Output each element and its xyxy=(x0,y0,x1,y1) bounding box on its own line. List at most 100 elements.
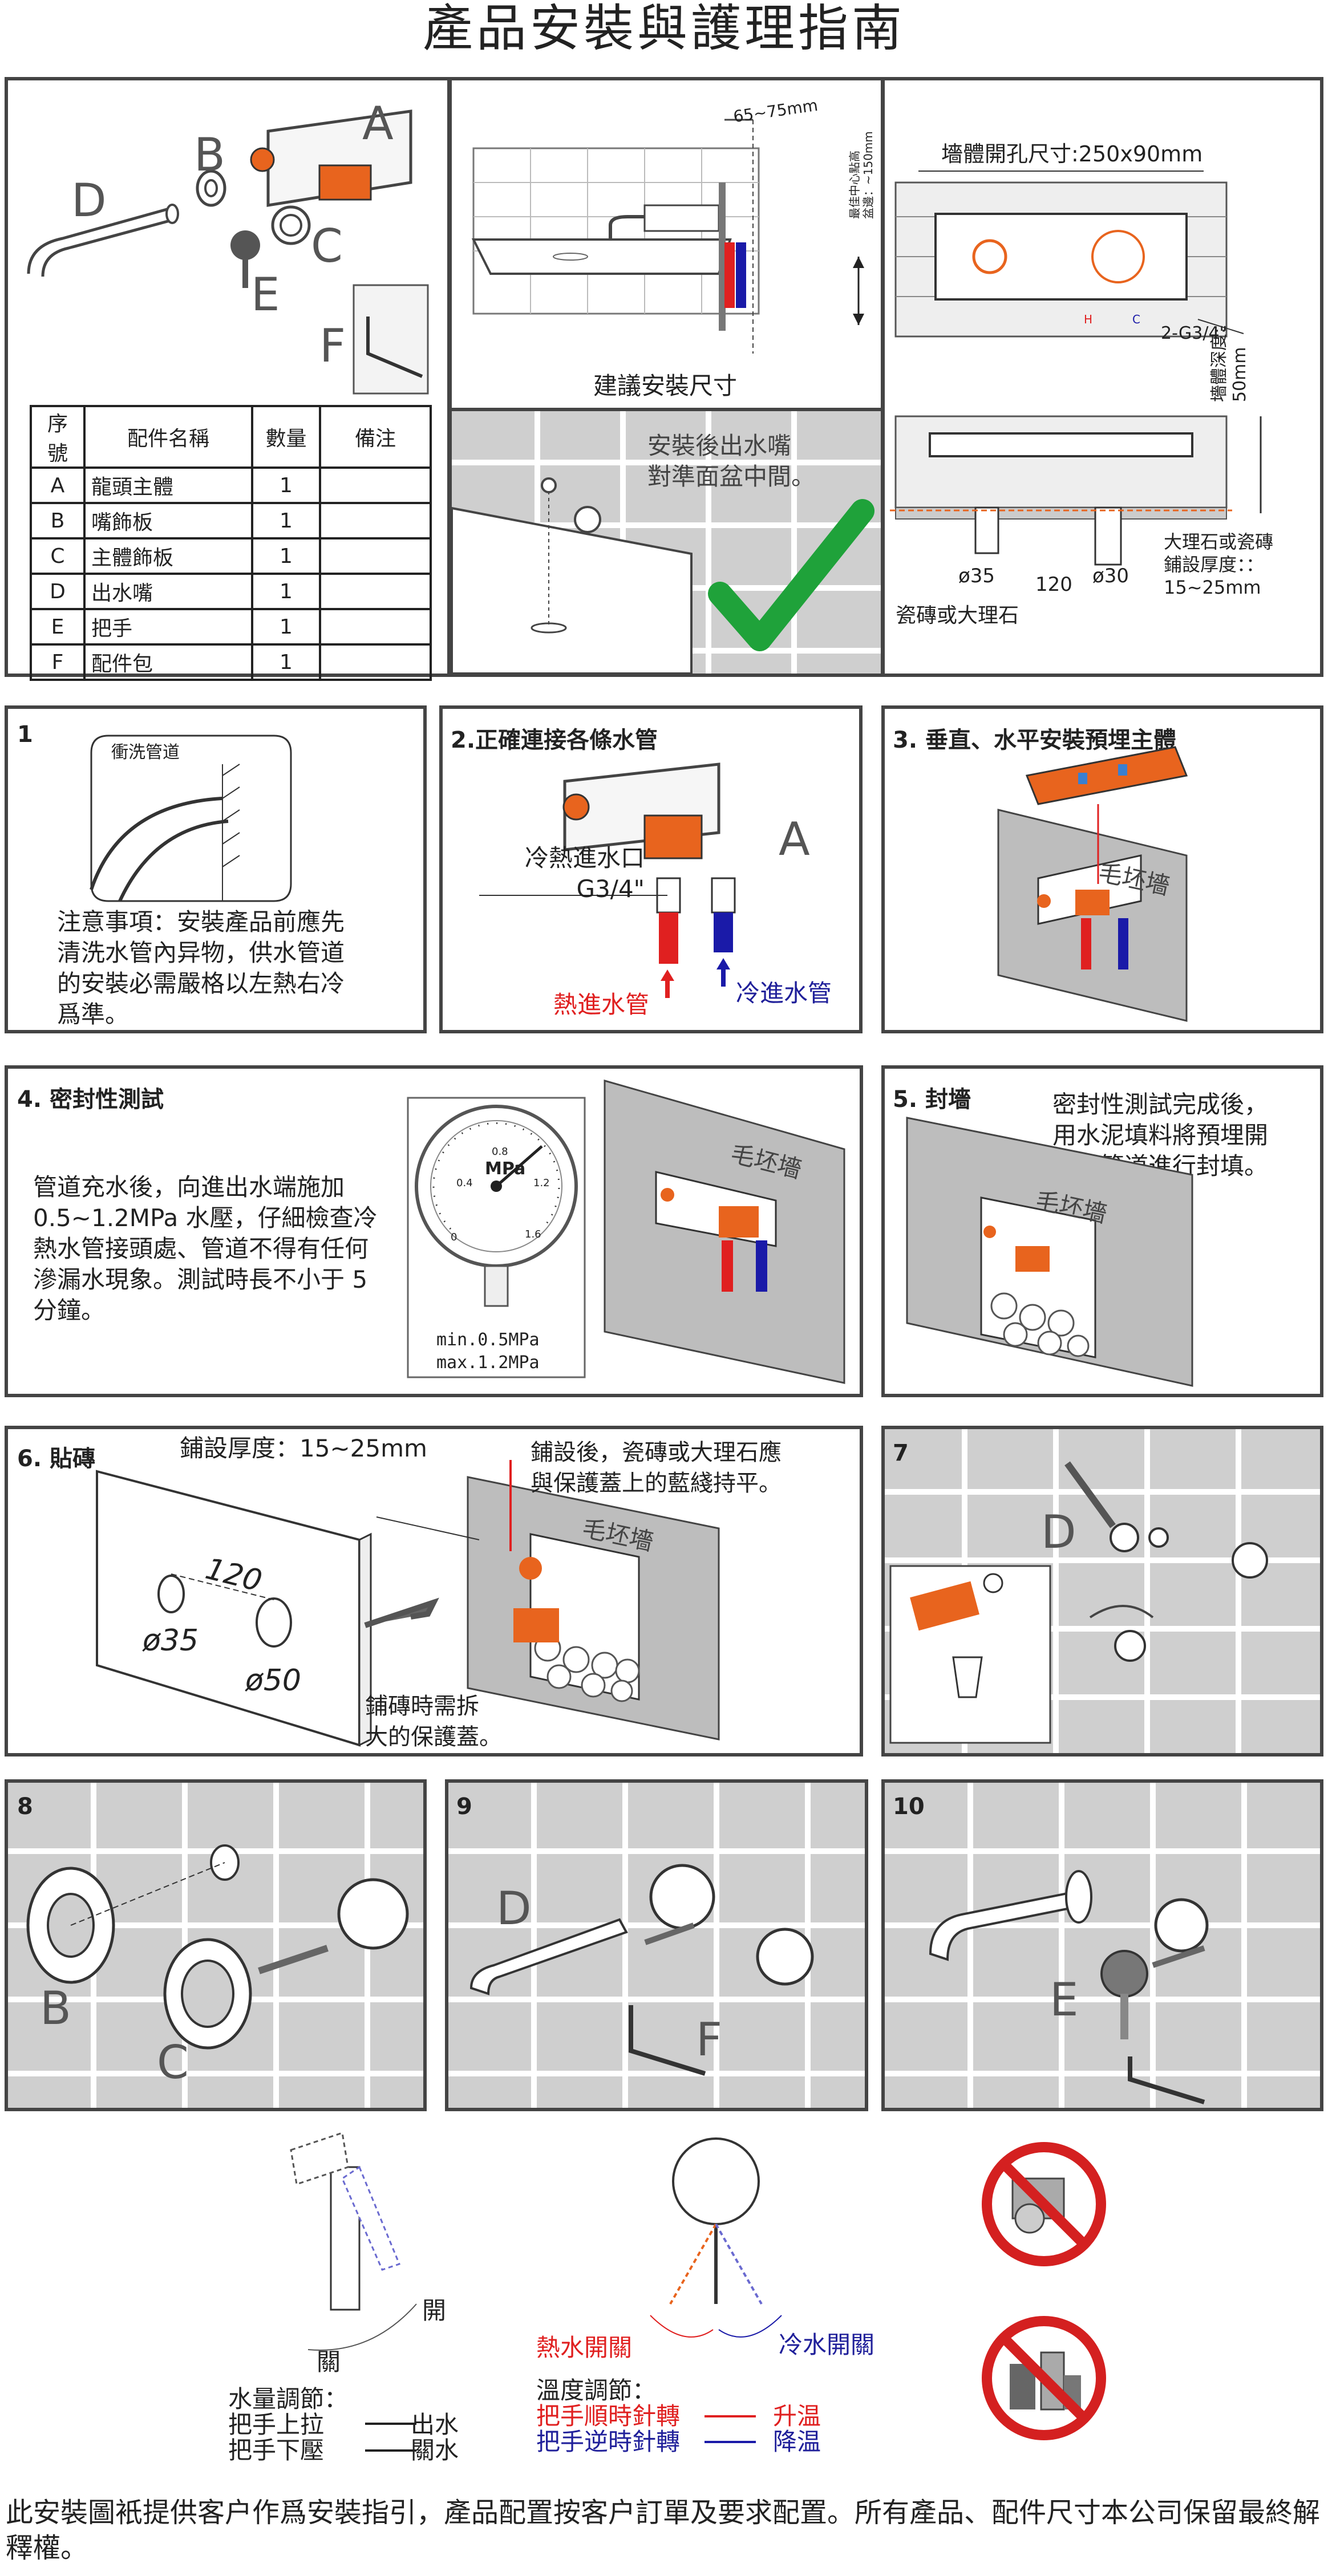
gauge-tick-0: 0 xyxy=(451,1231,457,1243)
arrow-right-icon xyxy=(365,2423,416,2425)
cell: 1 xyxy=(251,466,321,504)
warm-label: 升温 xyxy=(773,2402,821,2430)
label-a: A xyxy=(362,97,394,150)
body-letter-a: A xyxy=(779,813,810,866)
label-d: D xyxy=(71,174,107,227)
cell: 1 xyxy=(251,502,321,539)
cell xyxy=(319,502,432,539)
cold-inlet-label: 冷進水管 xyxy=(736,979,832,1007)
water-off-label: 關水 xyxy=(411,2436,459,2464)
step10-panel xyxy=(881,1779,1323,2111)
pressure-gauge xyxy=(407,1097,586,1378)
plate-letter-b: B xyxy=(40,1982,71,2035)
cell: 1 xyxy=(251,573,321,610)
cell: B xyxy=(30,502,86,539)
footer-disclaimer: 此安裝圖衹提供客户作爲安裝指引，產品配置按客户訂單及要求配置。所有產品、配件尺寸… xyxy=(6,2497,1321,2564)
pull-up-label: 把手上拉 xyxy=(228,2411,325,2439)
tile-level-note: 鋪設後，瓷磚或大理石應 與保護蓋上的藍綫持平。 xyxy=(531,1439,782,1496)
suggest-size-drawing xyxy=(471,119,864,354)
step6-title: 6. 貼磚 xyxy=(17,1446,95,1472)
g34-label: 2-G3/4" xyxy=(1161,323,1228,343)
wall-depth: 墻體深度: 50mm xyxy=(1209,327,1250,402)
counterclockwise-label: 把手逆時針轉 xyxy=(536,2428,681,2456)
step7-drawing xyxy=(885,1429,1320,1753)
cell xyxy=(319,537,432,575)
page-title: 產品安裝與護理指南 xyxy=(422,0,905,58)
label-c: C xyxy=(311,220,343,273)
gauge-tick-04: 0.4 xyxy=(456,1177,473,1189)
inlet-label: 冷熱進水口 G3/4" xyxy=(524,844,645,903)
hole-d35: ø35 xyxy=(143,1624,199,1658)
cell: D xyxy=(30,573,86,610)
label-f: F xyxy=(319,319,346,372)
d30-label: ø30 xyxy=(1092,565,1129,587)
cell xyxy=(319,643,432,681)
gauge-unit: MPa xyxy=(485,1159,526,1179)
step8-number: 8 xyxy=(17,1794,33,1820)
gauge-tick-16: 1.6 xyxy=(525,1228,541,1240)
step5-title: 5. 封墻 xyxy=(893,1086,971,1113)
temp-title: 溫度調節： xyxy=(536,2376,657,2404)
hot-h-label: H xyxy=(1084,313,1093,326)
cell: A xyxy=(30,466,86,504)
cell: 嘴飾板 xyxy=(83,502,253,539)
flush-pipe-label: 衝洗管道 xyxy=(111,743,180,762)
cold-c-label: C xyxy=(1132,313,1140,326)
hole-d50: ø50 xyxy=(245,1664,301,1698)
cell: 主體飾板 xyxy=(83,537,253,575)
cell: 把手 xyxy=(83,608,253,646)
temperature-control-drawing xyxy=(650,2137,782,2338)
no-abrasive-icon xyxy=(982,2142,1106,2266)
cell: F xyxy=(30,643,86,681)
close-label: 關 xyxy=(317,2348,341,2376)
d35-label: ø35 xyxy=(958,565,995,587)
cell: 1 xyxy=(251,643,321,681)
col-header: 備注 xyxy=(319,405,432,469)
suggest-size-label: 建議安裝尺寸 xyxy=(593,372,738,400)
tile-thickness: 大理石或瓷磚 鋪設厚度：： 15~25mm xyxy=(1164,531,1274,598)
tile-thickness-label: 鋪設厚度：15~25mm xyxy=(180,1434,427,1462)
flow-control-drawing xyxy=(290,2132,417,2351)
cell xyxy=(319,466,432,504)
cell: 出水嘴 xyxy=(83,573,253,610)
parts-table-header: 序號 配件名稱 數量 備注 xyxy=(30,405,432,469)
position-drawing xyxy=(451,411,881,675)
wall-hole-panel xyxy=(881,77,1323,677)
cell: 龍頭主體 xyxy=(83,466,253,504)
tile-label: 瓷磚或大理石 xyxy=(896,604,1019,627)
label-b: B xyxy=(194,128,225,181)
step1-note: 注意事項：安裝產品前應先 清洗水管內异物，供水管道 的安裝必需嚴格以左熱右冷 爲… xyxy=(57,908,345,1028)
arrow-right-icon xyxy=(705,2441,756,2443)
step3-title: 3. 垂直、水平安裝預埋主體 xyxy=(893,727,1176,753)
spout-letter-d-9: D xyxy=(496,1882,532,1935)
cell: 配件包 xyxy=(83,643,253,681)
gauge-tick-08: 0.8 xyxy=(492,1146,508,1158)
gauge-tick-12: 1.2 xyxy=(533,1177,550,1189)
seal-wall-drawing xyxy=(906,1117,1193,1387)
step4-text: 管道充水後，向進出水端施加 0.5~1.2MPa 水壓，仔細檢查冷 熱水管接頭處… xyxy=(33,1173,378,1324)
flow-title: 水量調節： xyxy=(228,2385,349,2413)
cell xyxy=(319,608,432,646)
open-label: 開 xyxy=(422,2297,447,2325)
step9-drawing xyxy=(448,1783,865,2108)
step7-number: 7 xyxy=(893,1440,909,1466)
cell: E xyxy=(30,608,86,646)
col-header: 數量 xyxy=(251,405,321,469)
flush-pipe-drawing xyxy=(90,735,292,902)
step9-number: 9 xyxy=(456,1794,472,1820)
cell: 1 xyxy=(251,537,321,575)
step1-number: 1 xyxy=(17,721,33,748)
cool-label: 降温 xyxy=(773,2428,821,2456)
cell: 1 xyxy=(251,608,321,646)
label-e: E xyxy=(251,268,280,321)
level-install-drawing xyxy=(997,746,1188,1022)
col-header: 配件名稱 xyxy=(83,405,253,469)
exploded-parts-drawing xyxy=(27,109,429,395)
spout-letter-d: D xyxy=(1041,1506,1076,1559)
clockwise-label: 把手順時針轉 xyxy=(536,2402,681,2430)
